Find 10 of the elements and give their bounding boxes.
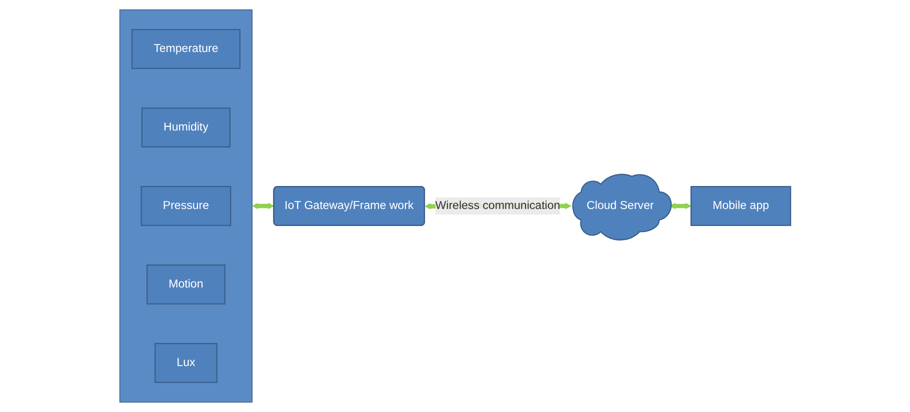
edge-label: Wireless communication [435, 200, 560, 212]
node-box: Pressure [140, 186, 231, 226]
node-box: Mobile app [690, 186, 791, 226]
node-box: Lux [154, 343, 218, 383]
cluster [119, 9, 252, 403]
arrow [252, 202, 274, 210]
arrow [669, 202, 692, 210]
node-box: Motion [146, 264, 226, 304]
node-box: Humidity [141, 108, 230, 148]
node-box: Temperature [131, 29, 240, 69]
